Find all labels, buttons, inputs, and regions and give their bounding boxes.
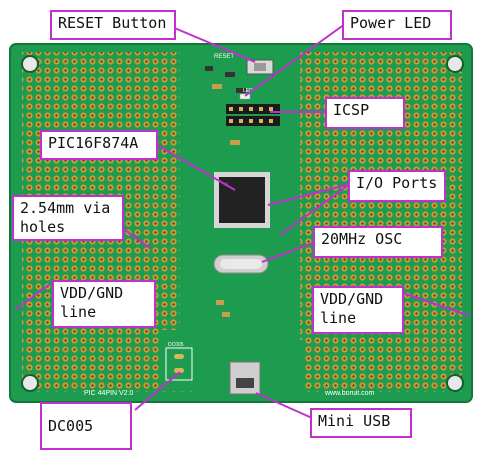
- callout-mini-usb: Mini USB: [310, 408, 412, 438]
- silk-board-name: PIC 44PIN V2.0: [84, 390, 134, 397]
- smd-part: [212, 84, 222, 89]
- mini-usb-connector: [229, 361, 261, 395]
- callout-vdd-gnd-left: VDD/GND line: [52, 280, 156, 328]
- smd-part: [216, 300, 224, 305]
- silk-led: LED: [243, 88, 253, 94]
- smd-part: [222, 312, 230, 317]
- smd-part: [205, 66, 213, 71]
- mount-hole: [21, 55, 39, 73]
- smd-part: [230, 140, 240, 145]
- callout-io-ports: I/O Ports: [348, 170, 446, 202]
- reset-button-cap: [254, 63, 266, 71]
- callout-pic: PIC16F874A: [40, 130, 158, 160]
- silk-dc005: DC005: [168, 342, 184, 348]
- callout-via-holes: 2.54mm via holes: [12, 195, 124, 241]
- oscillator: [213, 254, 269, 274]
- callout-dc005: DC005: [40, 402, 132, 450]
- callout-lines: [14, 23, 471, 419]
- power-led: [239, 93, 251, 100]
- callout-vdd-gnd-right: VDD/GND line: [312, 286, 404, 334]
- smd-part: [225, 72, 235, 77]
- pic-chip: [214, 172, 270, 228]
- callout-power-led: Power LED: [342, 10, 452, 40]
- mount-hole: [446, 55, 464, 73]
- callout-reset-button: RESET Button: [50, 10, 176, 40]
- silk-website: www.boruit.com: [324, 390, 375, 397]
- dc005-jack: [165, 347, 193, 381]
- callout-osc: 20MHz OSC: [313, 226, 443, 258]
- callout-icsp: ICSP: [325, 97, 405, 129]
- mount-hole: [21, 374, 39, 392]
- mount-hole: [446, 374, 464, 392]
- icsp-header: [226, 104, 280, 126]
- smd-part: [236, 88, 246, 93]
- silk-reset: RESET: [214, 54, 234, 60]
